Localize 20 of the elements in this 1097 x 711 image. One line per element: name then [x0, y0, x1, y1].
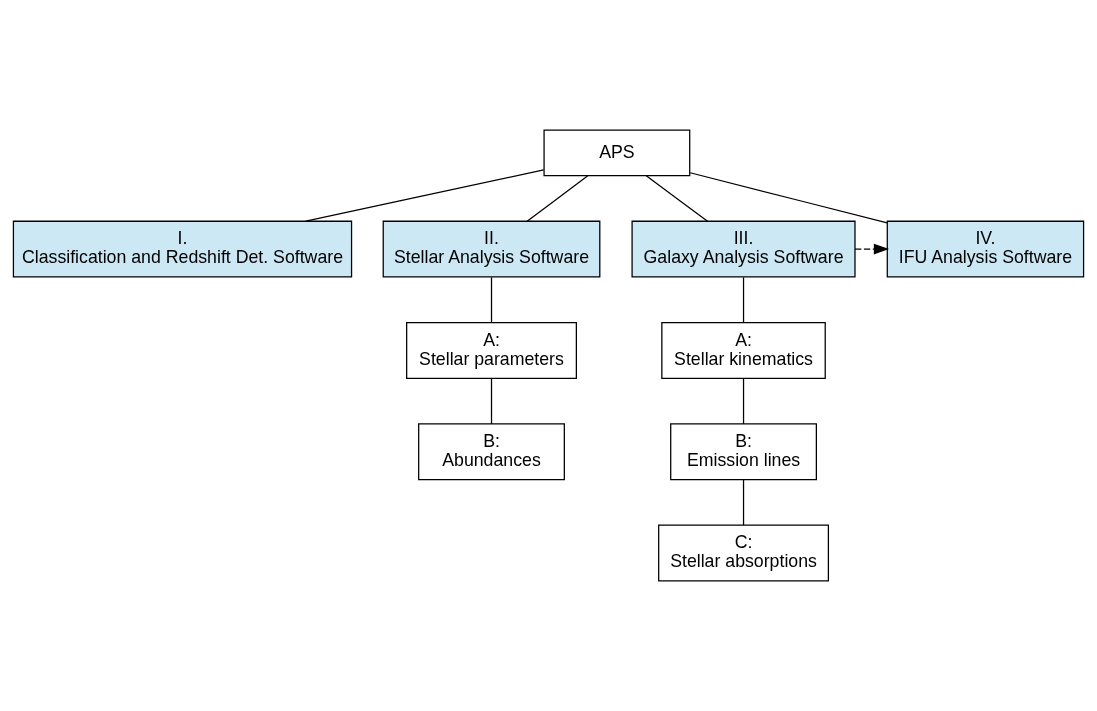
node-box: IV. IFU Analysis Software — [886, 220, 1085, 278]
node-box: A: Stellar kinematics — [661, 321, 826, 379]
connector — [305, 169, 545, 222]
connector — [742, 276, 745, 324]
node-box: A: Stellar parameters — [406, 321, 577, 379]
connector — [689, 172, 888, 224]
node-box: I. Classification and Redshift Det. Software — [12, 220, 353, 278]
node-box: B: Emission lines — [670, 423, 817, 481]
connector — [490, 276, 493, 324]
connector — [742, 378, 745, 425]
node-box: APS — [543, 129, 691, 177]
connector — [645, 175, 709, 222]
connector — [526, 175, 589, 222]
node-box: III. Galaxy Analysis Software — [631, 220, 856, 278]
arrow — [854, 243, 890, 255]
node-box: B: Abundances — [418, 423, 565, 481]
node-box: C: Stellar absorptions — [658, 524, 830, 582]
connector — [742, 479, 745, 526]
node-box: II. Stellar Analysis Software — [382, 220, 601, 278]
connector — [490, 378, 493, 425]
